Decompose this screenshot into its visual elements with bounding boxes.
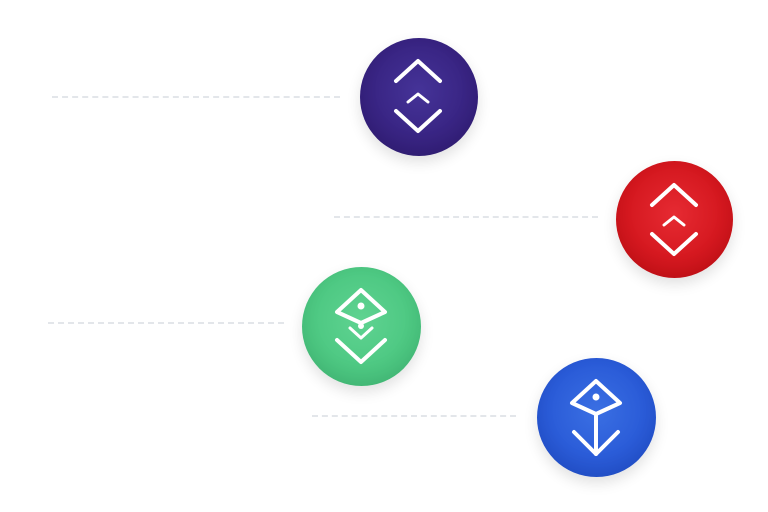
diamond-arrow-down-icon bbox=[570, 379, 622, 456]
purple-round-badge[interactable] bbox=[360, 38, 478, 156]
dashed-connector-4 bbox=[312, 415, 516, 417]
green-round-badge[interactable] bbox=[302, 267, 421, 386]
double-chevron-down-diamond-icon bbox=[335, 288, 387, 364]
dashed-connector-1 bbox=[52, 96, 340, 98]
red-round-badge[interactable] bbox=[616, 161, 733, 278]
dashed-connector-3 bbox=[48, 322, 284, 324]
double-chevron-up-icon bbox=[394, 59, 442, 133]
dashed-connector-2 bbox=[334, 216, 598, 218]
blue-round-badge[interactable] bbox=[537, 358, 656, 477]
double-chevron-up-icon bbox=[650, 183, 698, 256]
